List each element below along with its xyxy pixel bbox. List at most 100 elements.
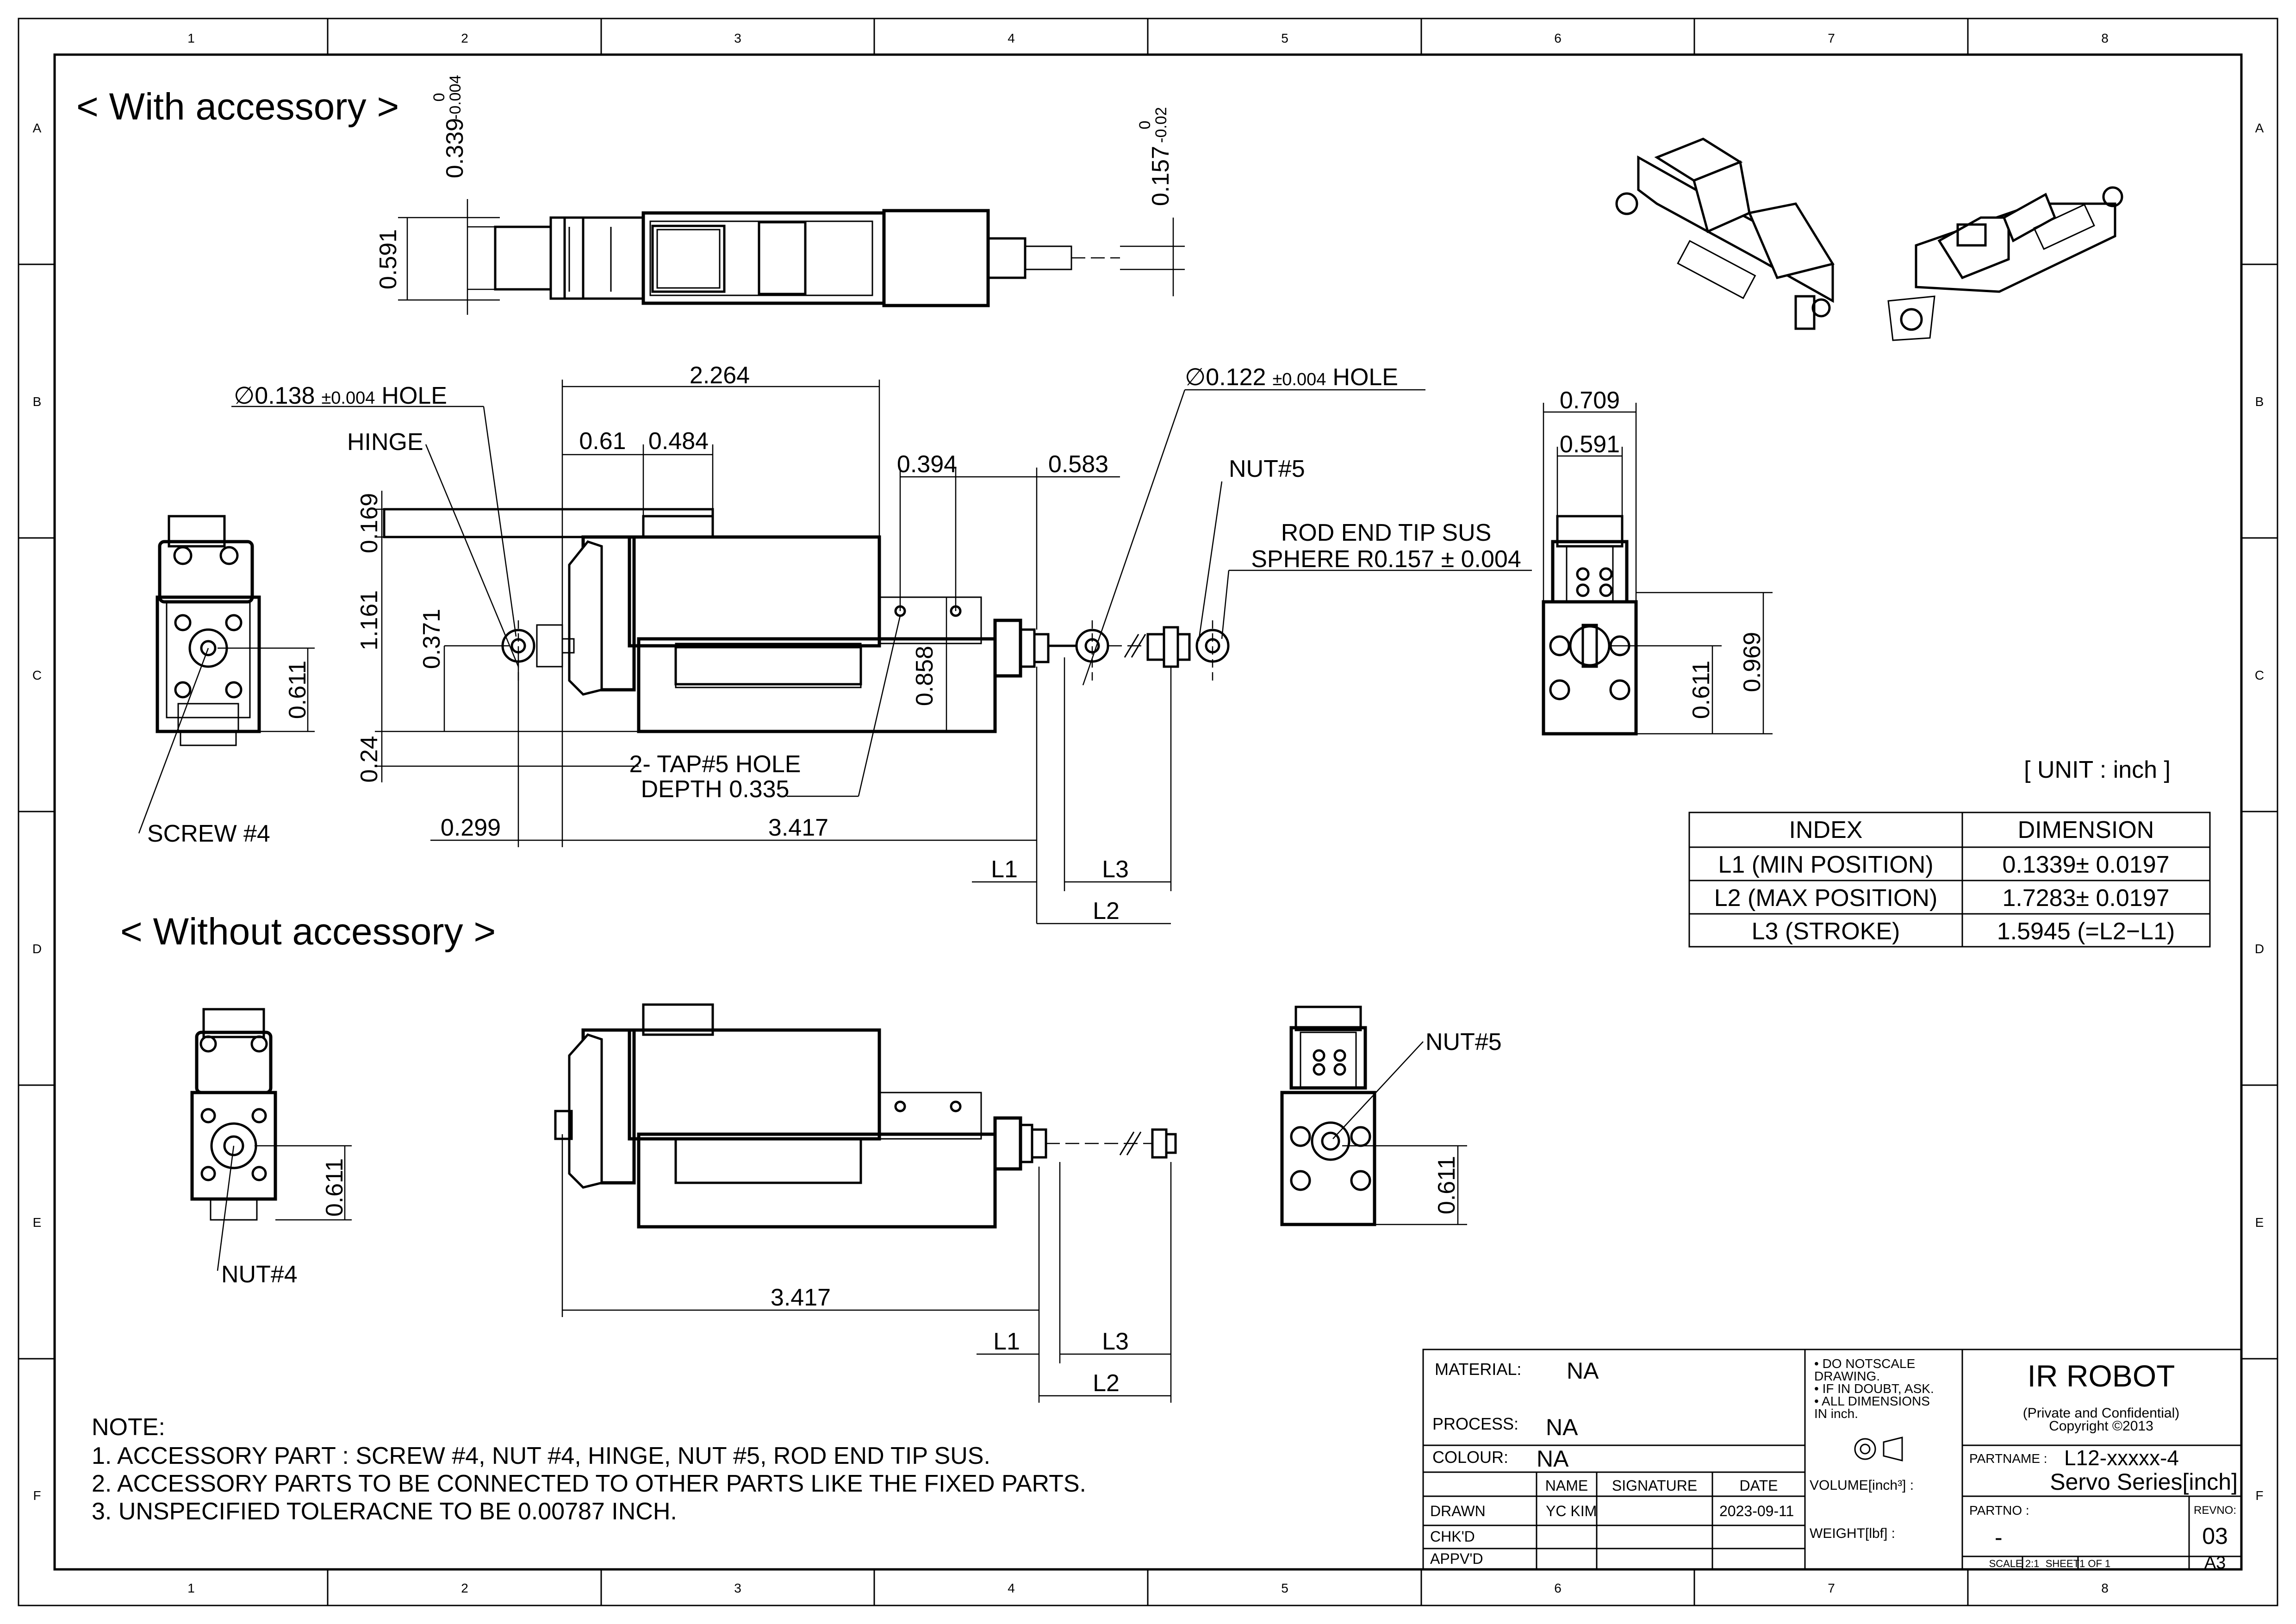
- table-cell: L1 (MIN POSITION): [1718, 851, 1933, 878]
- tb-note: • ALL DIMENSIONS: [1814, 1394, 1930, 1408]
- col-label: 4: [1008, 31, 1015, 45]
- row-label: D: [32, 942, 42, 956]
- dim-1161: 1.161: [356, 590, 383, 650]
- col-label: 4: [1008, 1581, 1015, 1595]
- dim-L1: L1: [991, 856, 1018, 883]
- row-label: A: [2255, 121, 2264, 135]
- side-view-with-accessory: [383, 508, 1230, 733]
- end-view-without-accessory: [190, 1008, 277, 1221]
- col-label: 5: [1281, 1581, 1288, 1595]
- label-screw4: SCREW #4: [147, 820, 270, 847]
- row-label: D: [2255, 942, 2264, 956]
- volume-label: VOLUME[inch³] :: [1810, 1478, 1914, 1493]
- scale: SCALE 2:1: [1989, 1558, 2040, 1569]
- process-label: PROCESS:: [1432, 1414, 1518, 1433]
- dim-0611-right: 0.611: [1688, 661, 1715, 719]
- zone-dividers: [19, 19, 2277, 1605]
- row-label: E: [33, 1215, 42, 1230]
- dim-0157-tol-lower: -0.02: [1152, 107, 1170, 143]
- col-label: 7: [1828, 1581, 1835, 1595]
- col-label: 8: [2101, 31, 2109, 45]
- col-label: 8: [2101, 1581, 2109, 1595]
- row-label: A: [33, 121, 42, 135]
- col-label: 3: [734, 31, 741, 45]
- row-label: C: [2255, 668, 2264, 682]
- side-view-dimension-lines: [231, 380, 1532, 924]
- table-cell: 1.5945 (=L2−L1): [1997, 918, 2175, 945]
- row-label: B: [33, 394, 42, 409]
- dim-L2-without: L2: [1093, 1370, 1120, 1397]
- right-end-view-with-accessory: [1542, 515, 1638, 736]
- col-signature: SIGNATURE: [1612, 1477, 1697, 1494]
- end-view-dims: [138, 647, 315, 834]
- col-label: 6: [1554, 31, 1562, 45]
- dim-0339-tol-upper: 0: [430, 93, 448, 102]
- dim-L2: L2: [1093, 898, 1120, 924]
- note-line: 3. UNSPECIFIED TOLERACNE TO BE 0.00787 I…: [92, 1498, 677, 1525]
- top-view-dimensions: [398, 199, 1185, 315]
- colour-label: COLOUR:: [1432, 1448, 1508, 1467]
- dim-0169: 0.169: [356, 493, 383, 553]
- right-end-view-without-accessory: [1280, 1006, 1376, 1226]
- dim-061: 0.61: [579, 428, 626, 455]
- company-name: IR ROBOT: [2027, 1359, 2175, 1393]
- right-end-view-dims: [1543, 403, 1773, 735]
- dim-L3-without: L3: [1102, 1328, 1129, 1355]
- row-label: C: [32, 668, 42, 682]
- table-cell: 1.7283± 0.0197: [2002, 885, 2169, 912]
- chkd-label: CHK'D: [1430, 1528, 1475, 1545]
- row-label: E: [2255, 1215, 2264, 1230]
- material-label: MATERIAL:: [1435, 1360, 1521, 1379]
- dim-0709: 0.709: [1560, 387, 1620, 414]
- label-nut4: NUT#4: [221, 1261, 298, 1288]
- dim-0611-without-right: 0.611: [1433, 1156, 1460, 1214]
- dim-0371: 0.371: [418, 609, 445, 669]
- dim-3417-without: 3.417: [771, 1284, 831, 1311]
- partname-label: PARTNAME :: [1969, 1451, 2047, 1466]
- isometric-view-2: [1887, 186, 2123, 341]
- title-block-lines: [1422, 1349, 2242, 1570]
- dim-0858: 0.858: [911, 646, 938, 706]
- confidential: (Private and Confidential): [2023, 1405, 2180, 1421]
- col-label: 1: [187, 31, 195, 45]
- dim-0157-tol-upper: 0: [1136, 121, 1154, 130]
- partname-line1: L12-xxxxx-4: [2064, 1446, 2179, 1470]
- top-view: [494, 209, 1120, 307]
- sheet-size: A3: [2204, 1553, 2226, 1573]
- label-rod-end-1: ROD END TIP SUS: [1281, 519, 1492, 546]
- col-label: 6: [1554, 1581, 1562, 1595]
- dim-0591-top: 0.591: [375, 229, 402, 289]
- dim-0299: 0.299: [441, 814, 501, 841]
- dim-2264: 2.264: [690, 362, 750, 389]
- isometric-view-1: [1615, 137, 1835, 330]
- unit-label: [ UNIT : inch ]: [2024, 756, 2171, 783]
- label-tap-2: DEPTH 0.335: [641, 776, 790, 803]
- dim-0394: 0.394: [897, 451, 957, 478]
- dim-0583: 0.583: [1048, 451, 1108, 478]
- revno-value: 03: [2202, 1523, 2228, 1549]
- side-view-without-accessory: [554, 1003, 1177, 1229]
- dim-0591-right: 0.591: [1560, 431, 1620, 458]
- side-view-without-dims: [561, 1134, 1172, 1403]
- partno-value: -: [1995, 1524, 2003, 1550]
- dim-0157: 0.157: [1147, 146, 1174, 206]
- section-title-with-accessory: < With accessory >: [76, 86, 399, 128]
- col-date: DATE: [1740, 1477, 1778, 1494]
- dim-0611-endview: 0.611: [284, 661, 311, 719]
- table-cell: 0.1339± 0.0197: [2002, 851, 2169, 878]
- col-name: NAME: [1545, 1477, 1588, 1494]
- label-rod-end-2: SPHERE R0.157 ± 0.004: [1251, 546, 1521, 573]
- colour-value: NA: [1537, 1446, 1569, 1472]
- row-label: F: [33, 1488, 41, 1503]
- copyright: Copyright ©2013: [2049, 1418, 2153, 1434]
- drawn-label: DRAWN: [1430, 1503, 1486, 1519]
- table-cell: L3 (STROKE): [1752, 918, 1900, 945]
- col-label: 2: [461, 31, 468, 45]
- col-label: 1: [187, 1581, 195, 1595]
- table-cell: L2 (MAX POSITION): [1714, 885, 1938, 912]
- label-nut5-without: NUT#5: [1425, 1029, 1502, 1056]
- note-line: 1. ACCESSORY PART : SCREW #4, NUT #4, HI…: [92, 1443, 990, 1469]
- row-label: F: [2255, 1488, 2263, 1503]
